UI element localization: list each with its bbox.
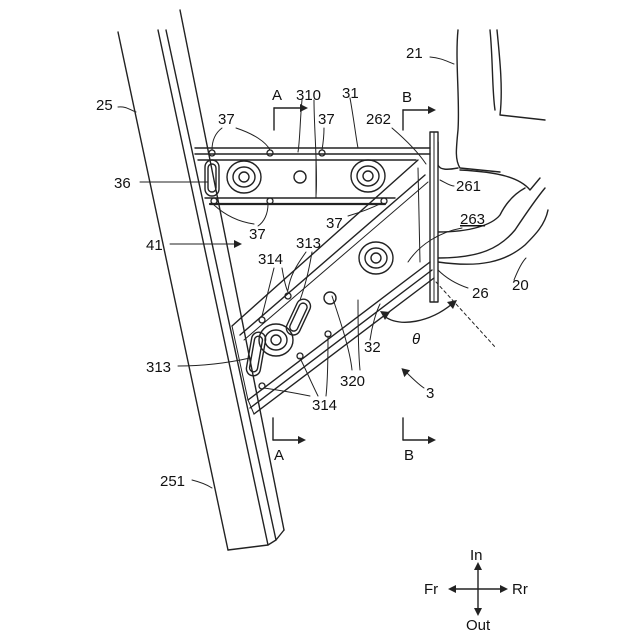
top-flange (195, 148, 430, 160)
label-37-top-mid: 37 (318, 111, 335, 128)
label-313-lower: 313 (146, 359, 171, 376)
label-41: 41 (146, 237, 163, 254)
label-314-lower: 314 (312, 397, 337, 414)
label-310: 310 (296, 87, 321, 104)
pillar-member (118, 10, 284, 550)
label-263: 263 (460, 211, 485, 228)
compass-in: In (470, 547, 483, 564)
direction-compass: In Out Fr Rr (424, 547, 528, 634)
arrow-left-icon (448, 585, 456, 593)
label-theta: θ (412, 331, 420, 348)
label-25: 25 (96, 97, 113, 114)
label-37-mid: 37 (249, 226, 266, 243)
upper-web-panel (205, 150, 395, 204)
label-37-right: 37 (326, 215, 343, 232)
flange-plate (430, 132, 438, 302)
label-26: 26 (472, 285, 489, 302)
label-261: 261 (456, 178, 481, 195)
label-32: 32 (364, 339, 381, 356)
label-320: 320 (340, 373, 365, 390)
label-313-upper: 313 (296, 235, 321, 252)
compass-rr: Rr (512, 581, 528, 598)
compass-out: Out (466, 617, 491, 634)
arrow-down-icon (474, 608, 482, 616)
diagonal-brace-upper (232, 160, 428, 340)
section-marks (273, 104, 436, 444)
reference-labels: 21 25 A 310 31 B 37 37 262 36 261 37 37 … (96, 45, 529, 490)
label-3: 3 (426, 385, 434, 402)
label-314-upper: 314 (258, 251, 283, 268)
label-20: 20 (512, 277, 529, 294)
arrow-right-icon (500, 585, 508, 593)
label-251: 251 (160, 473, 185, 490)
label-section-b-top: B (402, 89, 412, 106)
label-21: 21 (406, 45, 423, 62)
upper-body-panel (438, 30, 545, 172)
label-262: 262 (366, 111, 391, 128)
label-37-top-left: 37 (218, 111, 235, 128)
label-31: 31 (342, 85, 359, 102)
label-section-b-bottom: B (404, 447, 414, 464)
compass-fr: Fr (424, 581, 438, 598)
label-section-a-bottom: A (274, 447, 284, 464)
label-section-a-top: A (272, 87, 282, 104)
diagonal-flange-lower (248, 262, 434, 414)
label-36: 36 (114, 175, 131, 192)
rear-member (438, 170, 548, 264)
